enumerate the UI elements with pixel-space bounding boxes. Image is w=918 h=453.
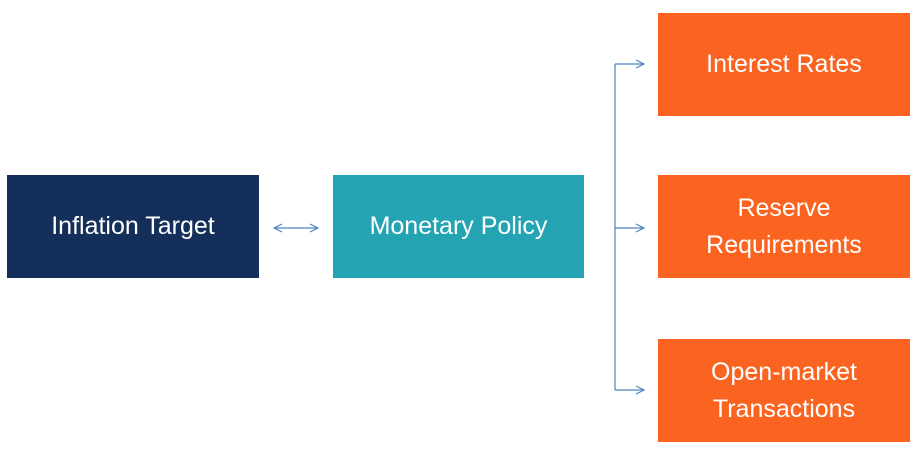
open-market-transactions-box: Open-market Transactions — [658, 339, 910, 442]
monetary-policy-label: Monetary Policy — [369, 212, 548, 241]
reserve-requirements-label-line2: Requirements — [706, 230, 862, 259]
reserve-requirements-label-line1: Reserve — [737, 194, 831, 223]
monetary-policy-box: Monetary Policy — [333, 175, 584, 278]
open-market-label-line2: Transactions — [712, 394, 856, 423]
open-market-label-line1: Open-market — [711, 358, 857, 387]
inflation-target-box: Inflation Target — [7, 175, 259, 278]
interest-rates-box: Interest Rates — [658, 13, 910, 116]
reserve-requirements-box: Reserve Requirements — [658, 175, 910, 278]
inflation-target-label: Inflation Target — [51, 212, 215, 241]
interest-rates-label: Interest Rates — [706, 50, 862, 79]
